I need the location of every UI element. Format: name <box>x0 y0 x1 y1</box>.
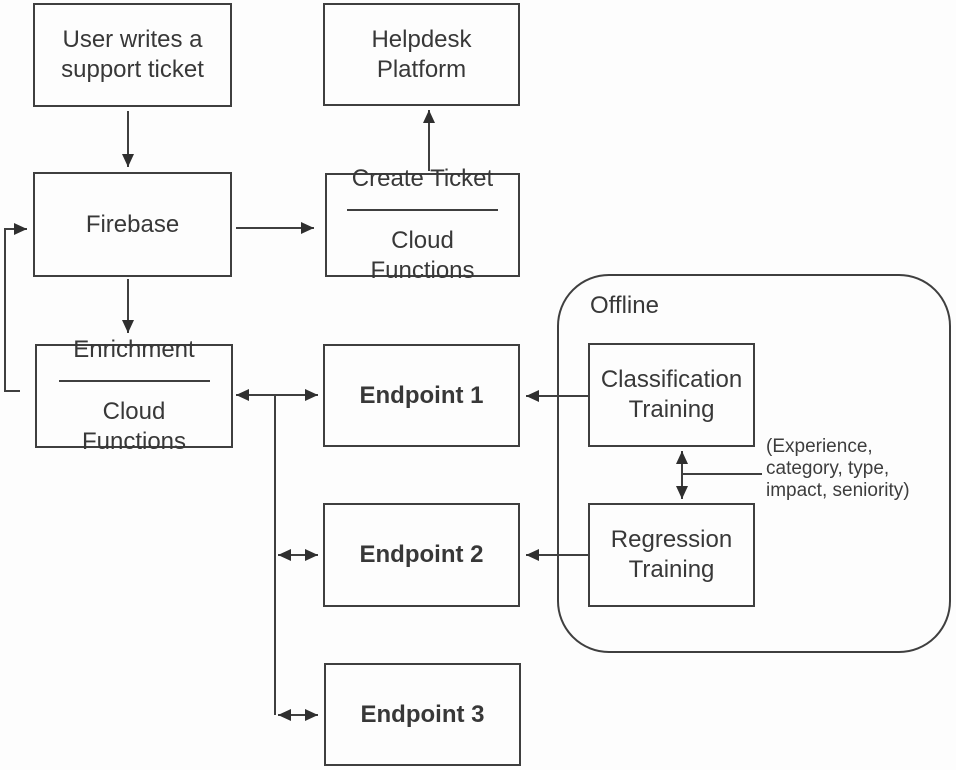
node-firebase-label: Firebase <box>85 210 180 238</box>
features-annotation-line-2: category, type, <box>766 458 890 479</box>
node-endpoint-3-label: Endpoint 3 <box>360 700 485 728</box>
node-endpoint-1-label: Endpoint 1 <box>359 381 484 409</box>
node-user-ticket-label: User writes a support ticket <box>61 26 204 83</box>
node-user-ticket: User writes a support ticket <box>33 3 232 107</box>
node-endpoint-3: Endpoint 3 <box>324 663 521 766</box>
node-create-ticket-subtitle: Cloud Functions <box>370 227 475 284</box>
node-enrichment-subtitle: Cloud Functions <box>81 398 187 455</box>
node-enrichment-divider <box>58 380 210 382</box>
features-annotation-line-1: (Experience, <box>766 436 873 457</box>
node-endpoint-2: Endpoint 2 <box>323 503 520 607</box>
node-helpdesk-platform: Helpdesk Platform <box>323 3 520 106</box>
node-endpoint-2-label: Endpoint 2 <box>359 541 484 568</box>
features-annotation: (Experience, category, type, impact, sen… <box>766 436 956 502</box>
arrow-enrichment-loop-to-firebase <box>4 223 27 392</box>
node-classification-training-label: Classification Training <box>600 366 743 423</box>
node-create-ticket: Create Ticket Cloud Functions <box>325 165 520 284</box>
offline-group-label: Offline <box>590 292 659 319</box>
features-annotation-line-3: impact, seniority) <box>766 480 910 501</box>
node-create-ticket-divider <box>347 209 498 211</box>
node-endpoint-1: Endpoint 1 <box>323 344 520 447</box>
node-enrichment-title: Enrichment <box>73 336 195 363</box>
node-create-ticket-title: Create Ticket <box>351 165 494 192</box>
node-enrichment: Enrichment Cloud Functions <box>35 336 233 455</box>
node-regression-training-label: Regression Training <box>610 526 733 583</box>
node-helpdesk-platform-label: Helpdesk Platform <box>371 25 472 83</box>
node-regression-training: Regression Training <box>588 503 755 607</box>
node-firebase: Firebase <box>33 172 232 277</box>
offline-group: Offline <box>557 274 951 653</box>
node-classification-training: Classification Training <box>588 343 755 447</box>
